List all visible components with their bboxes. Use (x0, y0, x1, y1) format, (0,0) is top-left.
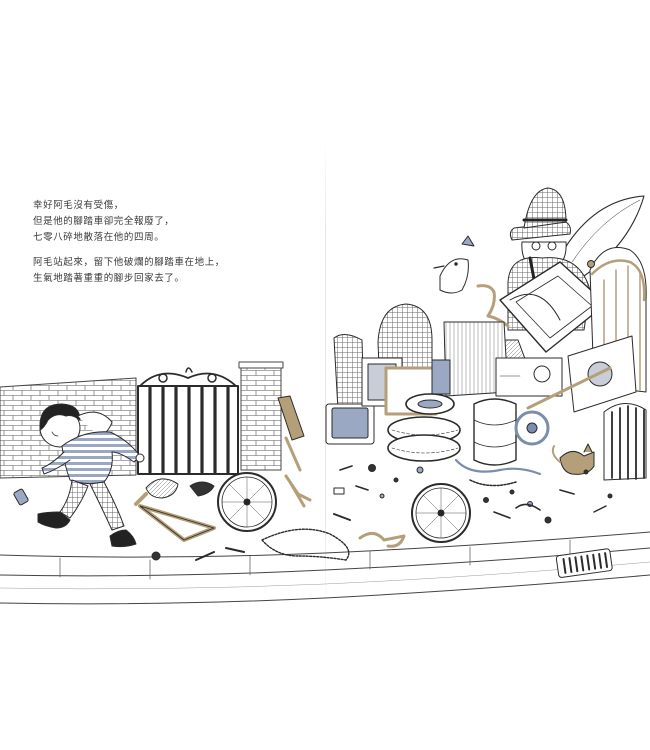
page-gutter (325, 140, 326, 610)
bicycle-wheel-icon (217, 472, 277, 532)
story-line: 但是他的腳踏車卻完全報廢了， (33, 216, 175, 227)
bicycle-frame-icon (134, 492, 216, 542)
helmet-icon (145, 478, 179, 499)
sidewalk (0, 531, 650, 605)
small-parts (151, 487, 351, 561)
story-line: 阿毛站起來，留下他破爛的腳踏車在地上， (33, 257, 225, 268)
chain-icon (261, 528, 350, 561)
boy-running-icon (13, 403, 145, 548)
story-line: 七零八碎地散落在他的四周。 (33, 232, 165, 243)
small-gate-icon (603, 403, 647, 481)
junk-pile-icon (325, 187, 647, 487)
story-line: 幸好阿毛沒有受傷， (33, 200, 124, 211)
bicycle-wheel-2-icon (411, 483, 471, 543)
brick-pillar (238, 361, 284, 471)
cat-icon (551, 443, 595, 475)
drain-grate-icon (555, 548, 613, 578)
handlebar-icon (358, 532, 406, 548)
garden-gate-icon (137, 367, 239, 475)
story-line: 生氣地踏著重重的腳步回家去了。 (33, 273, 185, 284)
seat-post-icon (277, 395, 305, 472)
story-paragraph-1: 幸好阿毛沒有受傷， 但是他的腳踏車卻完全報廢了， 七零八碎地散落在他的四周。 (33, 198, 174, 246)
bird-icon (433, 235, 475, 294)
story-paragraph-2: 阿毛站起來，留下他破爛的腳踏車在地上， 生氣地踏著重重的腳步回家去了。 (33, 255, 225, 287)
ground-debris (339, 464, 613, 524)
fork-icon (284, 474, 312, 508)
saddle-icon (189, 481, 215, 497)
